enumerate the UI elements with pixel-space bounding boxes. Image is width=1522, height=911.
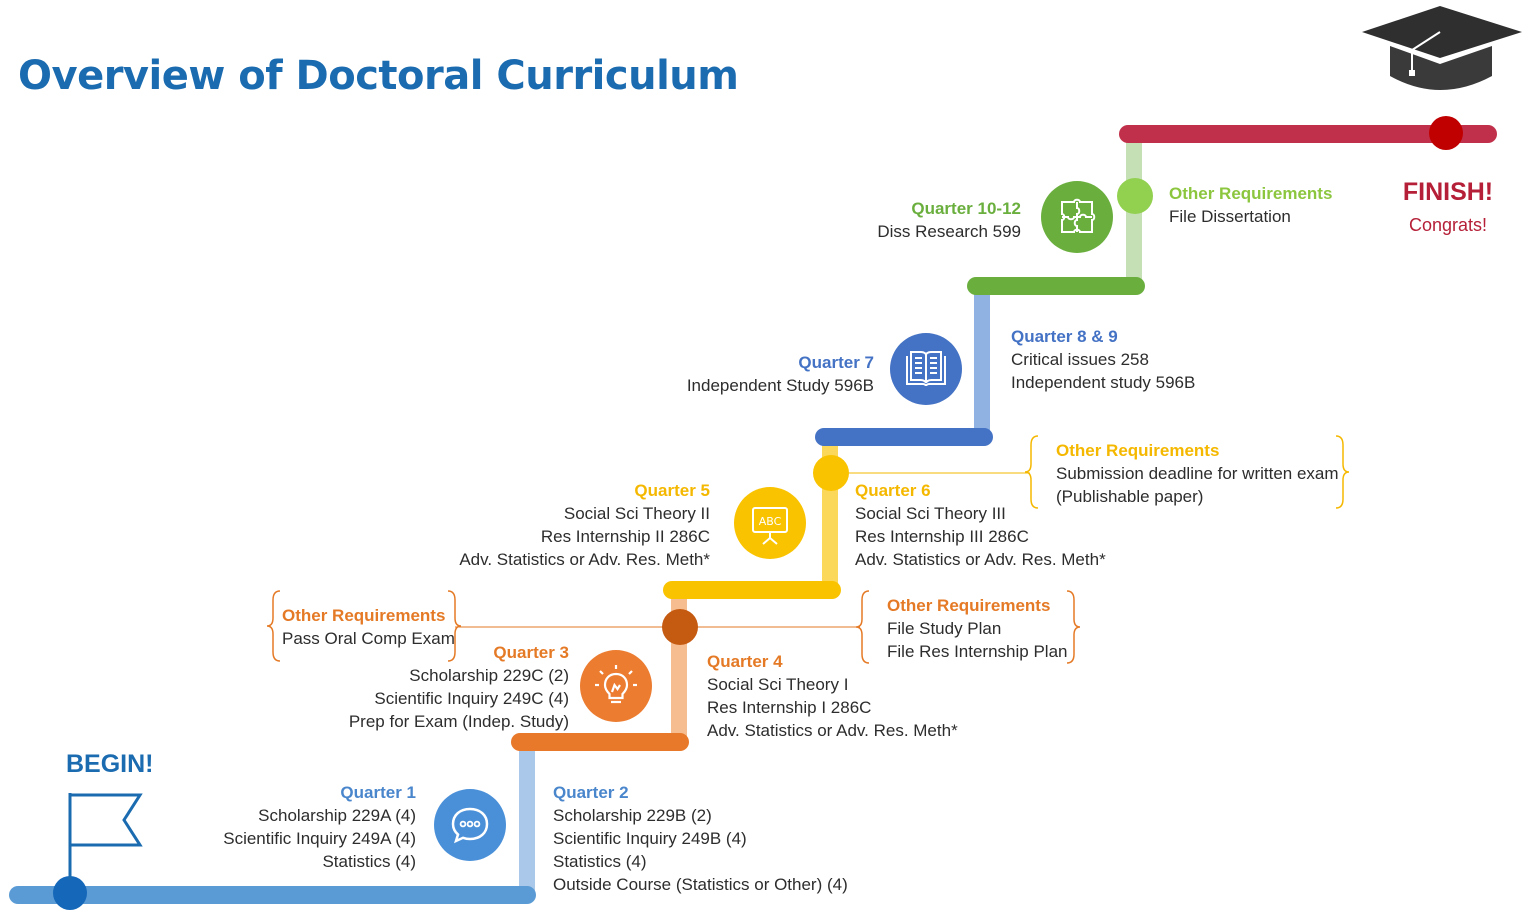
flag-icon <box>68 793 143 880</box>
quarter-4-block: Quarter 4 Social Sci Theory I Res Intern… <box>707 650 958 742</box>
milestone-dot-diss <box>1117 178 1153 214</box>
course-line: Res Internship III 286C <box>855 527 1029 546</box>
quarter-heading: Quarter 10-12 <box>911 199 1021 218</box>
course-line: Adv. Statistics or Adv. Res. Meth* <box>855 550 1106 569</box>
quarter-5-block: Quarter 5 Social Sci Theory II Res Inter… <box>459 479 710 571</box>
requirements-heading: Other Requirements <box>887 596 1051 615</box>
begin-label: BEGIN! <box>66 750 154 778</box>
quarter-heading: Quarter 5 <box>634 481 710 500</box>
course-line: Social Sci Theory III <box>855 504 1006 523</box>
course-line: Statistics (4) <box>322 852 416 871</box>
finish-subtitle: Congrats! <box>1408 215 1488 235</box>
course-line: Res Internship II 286C <box>540 527 710 546</box>
quarter-7-block: Quarter 7 Independent Study 596B <box>687 351 874 397</box>
requirements-heading: Other Requirements <box>1056 441 1220 460</box>
finish-label: FINISH! <box>1402 178 1494 206</box>
requirements-written-block: Other Requirements Submission deadline f… <box>1056 439 1339 508</box>
bracket-oral <box>266 590 462 662</box>
quarter-heading: Quarter 8 & 9 <box>1011 327 1118 346</box>
quarter-3-block: Quarter 3 Scholarship 229C (2) Scientifi… <box>349 641 569 733</box>
course-line: Adv. Statistics or Adv. Res. Meth* <box>707 721 958 740</box>
course-line: Social Sci Theory I <box>707 675 849 694</box>
requirements-oral-block: Other Requirements Pass Oral Comp Exam <box>282 604 455 650</box>
puzzle-icon <box>1041 181 1113 253</box>
requirement-line: Pass Oral Comp Exam <box>282 629 455 648</box>
bracket-written <box>1024 435 1350 509</box>
finish-block: FINISH! Congrats! <box>1370 178 1522 236</box>
course-line: Outside Course (Statistics or Other) (4) <box>553 875 848 894</box>
bracket-plan <box>855 590 1081 664</box>
course-line: Scholarship 229A (4) <box>258 806 416 825</box>
milestone-dot-oral <box>662 609 698 645</box>
requirement-line: Submission deadline for written exam <box>1056 464 1339 483</box>
course-line: Independent study 596B <box>1011 373 1196 392</box>
quarter-heading: Quarter 6 <box>855 481 931 500</box>
course-line: Diss Research 599 <box>877 222 1021 241</box>
lightbulb-icon <box>580 650 652 722</box>
course-line: Scientific Inquiry 249C (4) <box>374 689 569 708</box>
quarter-heading: Quarter 1 <box>340 783 416 802</box>
quarter-6-block: Quarter 6 Social Sci Theory III Res Inte… <box>855 479 1106 571</box>
course-line: Social Sci Theory II <box>563 504 710 523</box>
quarter-2-block: Quarter 2 Scholarship 229B (2) Scientifi… <box>553 781 848 896</box>
requirements-diss-block: Other Requirements File Dissertation <box>1169 182 1332 228</box>
quarter-heading: Quarter 2 <box>553 783 629 802</box>
quarter-10-12-block: Quarter 10-12 Diss Research 599 <box>877 197 1021 243</box>
course-line: Scientific Inquiry 249B (4) <box>553 829 747 848</box>
requirement-line: File Study Plan <box>887 619 1002 638</box>
requirements-plan-block: Other Requirements File Study Plan File … <box>887 594 1067 663</box>
course-line: Prep for Exam (Indep. Study) <box>348 712 569 731</box>
quarter-1-block: Quarter 1 Scholarship 229A (4) Scientifi… <box>223 781 416 873</box>
course-line: Independent Study 596B <box>686 376 874 395</box>
course-line: Res Internship I 286C <box>707 698 872 717</box>
quarter-heading: Quarter 3 <box>493 643 569 662</box>
course-line: Scientific Inquiry 249A (4) <box>223 829 416 848</box>
graduation-cap-icon <box>1362 6 1522 90</box>
quarter-heading: Quarter 4 <box>707 652 783 671</box>
course-line: Scholarship 229B (2) <box>553 806 712 825</box>
course-line: Scholarship 229C (2) <box>409 666 569 685</box>
course-line: Critical issues 258 <box>1011 350 1149 369</box>
quarter-8-9-block: Quarter 8 & 9 Critical issues 258 Indepe… <box>1011 325 1195 394</box>
abc-board-icon: ABC <box>734 487 806 559</box>
requirements-heading: Other Requirements <box>282 606 446 625</box>
course-line: Statistics (4) <box>553 852 647 871</box>
course-line: Adv. Statistics or Adv. Res. Meth* <box>459 550 710 569</box>
svg-text:ABC: ABC <box>759 515 782 528</box>
chat-bubble-icon <box>434 789 506 861</box>
page-title: Overview of Doctoral Curriculum <box>18 53 739 99</box>
begin-dot <box>53 876 87 910</box>
book-icon <box>890 333 962 405</box>
quarter-heading: Quarter 7 <box>798 353 874 372</box>
requirements-heading: Other Requirements <box>1169 184 1333 203</box>
finish-dot <box>1429 116 1463 150</box>
requirement-line: File Res Internship Plan <box>887 642 1068 661</box>
requirement-line: (Publishable paper) <box>1056 487 1204 506</box>
requirement-line: File Dissertation <box>1169 207 1291 226</box>
milestone-dot-written <box>813 455 849 491</box>
